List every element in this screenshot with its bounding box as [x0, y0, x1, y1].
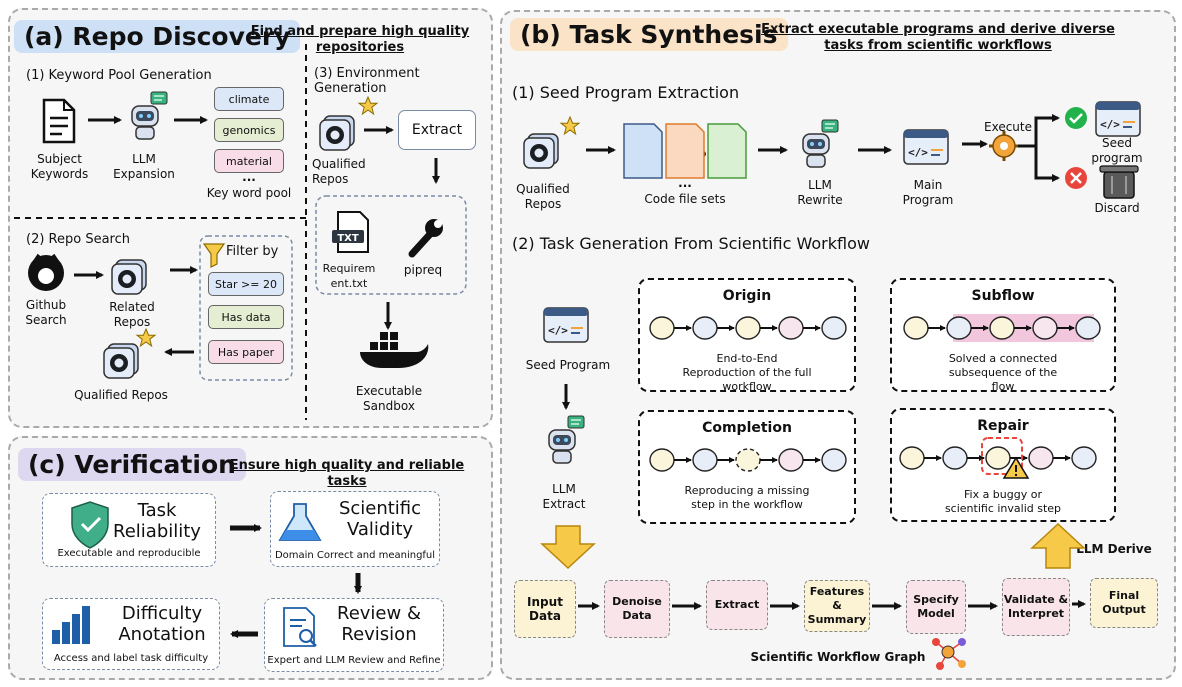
keyword-pool-label: Key word pool [206, 186, 292, 200]
github-search-label: Github Search [25, 298, 67, 327]
verify-card-validity-title: Scientific Validity [338, 498, 422, 540]
workflow-graph-label: Scientific Workflow Graph [750, 650, 926, 664]
keyword-pill-genomics: genomics [214, 118, 284, 142]
workflow-step-validate: Validate & Interpret [1002, 578, 1070, 636]
seed-program-output-label: Seed program [1091, 136, 1143, 165]
code-file-ext-r: .R [721, 146, 735, 160]
extract-box: Extract [398, 110, 476, 150]
task-synthesis-title: (b) Task Synthesis [510, 18, 788, 51]
subject-keywords-label: Subject Keywords [30, 152, 89, 181]
repo-search-section-title: (2) Repo Search [26, 232, 130, 247]
workflow-step-output: Final Output [1090, 578, 1158, 628]
filter-pill-stars: Star >= 20 [208, 272, 284, 296]
task-type-completion: Completion Reproducing a missing step in… [638, 410, 856, 524]
keyword-section-title: (1) Keyword Pool Generation [26, 68, 212, 83]
verify-card-reliability-title: Task Reliability [113, 500, 201, 542]
llm-expansion-label: LLM Expansion [113, 152, 175, 181]
executable-sandbox-label: Executable Sandbox [355, 384, 423, 413]
keyword-pill-climate: climate [214, 87, 284, 111]
llm-derive-label: LLM Derive [1076, 542, 1152, 556]
task-type-repair-desc: Fix a buggy or scientific invalid step [944, 488, 1062, 515]
verification-headline: Ensure high quality and reliable tasks [229, 458, 465, 489]
verify-card-validity: Scientific Validity Domain Correct and m… [270, 491, 440, 567]
execute-label: Execute [984, 120, 1032, 134]
task-type-completion-title: Completion [702, 420, 792, 436]
verification-title: (c) Verification [18, 448, 246, 481]
filter-by-label: Filter by [226, 244, 279, 259]
task-type-repair: Repair Fix a buggy or scientific invalid… [890, 408, 1116, 522]
workflow-step-input: Input Data [514, 580, 576, 638]
verify-card-reliability-desc: Executable and reproducible [57, 548, 201, 559]
task-generation-section-title: (2) Task Generation From Scientific Work… [512, 234, 870, 253]
task-type-subflow-desc: Solved a connected subsequence of the fl… [948, 352, 1058, 393]
verify-card-reliability: Task Reliability Executable and reproduc… [42, 493, 216, 567]
task-type-repair-title: Repair [977, 418, 1029, 434]
task-type-origin-desc: End-to-End Reproduction of the full work… [682, 352, 812, 393]
verify-card-difficulty-title: Difficulty Anotation [118, 603, 206, 645]
code-file-ext-ipynb: .ipynb [667, 147, 707, 160]
keyword-ellipsis: ... [242, 170, 256, 184]
seed-extraction-section-title: (1) Seed Program Extraction [512, 83, 740, 102]
task-synthesis-headline: Extract executable programs and derive d… [761, 22, 1115, 53]
qualified-repos-label-a2: Qualified Repos [74, 388, 168, 402]
workflow-step-extract: Extract [706, 580, 768, 630]
workflow-step-model: Specify Model [906, 580, 966, 634]
repo-discovery-title: (a) Repo Discovery [14, 20, 301, 53]
workflow-step-features: Features & Summary [804, 580, 870, 632]
verify-card-difficulty: Difficulty Anotation Access and label ta… [42, 598, 220, 670]
filter-pill-paper: Has paper [208, 340, 284, 364]
llm-rewrite-label: LLM Rewrite [797, 178, 843, 207]
verify-card-review-title: Review & Revision [337, 603, 421, 645]
filter-pill-data: Has data [208, 305, 284, 329]
llm-extract-label: LLM Extract [542, 482, 586, 511]
pipreq-label: pipreq [403, 263, 443, 277]
task-type-origin: Origin End-to-End Reproduction of the fu… [638, 278, 856, 393]
qualified-repos-label-b: Qualified Repos [516, 182, 570, 211]
seed-program-label: Seed Program [525, 358, 611, 372]
task-type-origin-title: Origin [722, 288, 772, 304]
code-files-label: Code file sets [644, 192, 726, 206]
keyword-pill-material: material [214, 149, 284, 173]
code-file-ext-py: .py [633, 146, 655, 160]
workflow-step-denoise: Denoise Data [604, 580, 670, 638]
task-type-subflow-title: Subflow [971, 288, 1035, 304]
repo-discovery-headline: Find and prepare high quality repositori… [250, 24, 470, 55]
verify-card-difficulty-desc: Access and label task difficulty [53, 653, 209, 664]
related-repos-label: Related Repos [109, 300, 155, 329]
env-section-title: (3) Environment Generation [314, 66, 420, 96]
task-type-completion-desc: Reproducing a missing step in the workfl… [684, 484, 810, 511]
verify-card-validity-desc: Domain Correct and meaningful [274, 550, 436, 561]
code-files-ellipsis: ... [678, 176, 692, 190]
task-type-subflow: Subflow Solved a connected subsequence o… [890, 278, 1116, 393]
verify-card-review-desc: Expert and LLM Review and Refine [267, 655, 441, 666]
verify-card-review: Review & Revision Expert and LLM Review … [264, 598, 444, 672]
qualified-repos-label-a3: Qualified Repos [312, 157, 366, 186]
discard-label: Discard [1094, 201, 1140, 215]
main-program-label: Main Program [902, 178, 954, 207]
requirements-label: Requirem ent.txt [322, 262, 376, 290]
